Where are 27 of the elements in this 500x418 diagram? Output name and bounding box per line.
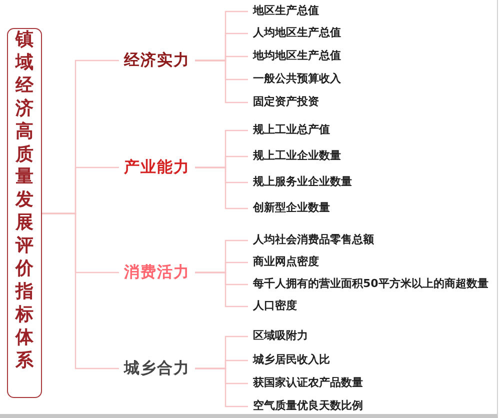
indicator-label: 规上服务业企业数量 <box>253 174 352 190</box>
connector-line <box>195 368 248 408</box>
indicator-label: 地区生产总值 <box>253 3 319 19</box>
indicator-label: 人均社会消费品零售总额 <box>253 232 374 248</box>
indicator-label: 创新型企业数量 <box>253 200 330 216</box>
connector-line <box>195 60 248 104</box>
category-label: 消费活力 <box>124 262 190 282</box>
indicator-label: 固定资产投资 <box>253 94 319 110</box>
indicator-label: 规上工业企业数量 <box>253 148 341 164</box>
connector-line <box>195 272 248 308</box>
indicator-label: 人均地区生产总值 <box>253 25 341 41</box>
indicator-label: 地均地区生产总值 <box>253 48 341 64</box>
category-label: 产业能力 <box>124 157 190 177</box>
indicator-label: 获国家认证农产品数量 <box>253 375 363 391</box>
indicator-label: 商业网点密度 <box>253 254 319 270</box>
indicator-label: 空气质量优良天数比例 <box>253 398 363 414</box>
category-label: 城乡合力 <box>124 358 190 378</box>
indicator-label: 一般公共预算收入 <box>253 71 341 87</box>
indicator-label: 人口密度 <box>253 298 297 314</box>
indicator-label: 区域吸附力 <box>253 328 308 344</box>
category-label: 经济实力 <box>124 50 190 70</box>
indicator-label: 每千人拥有的营业面积50平方米以上的商超数量 <box>253 276 488 292</box>
title-box: 镇域经济高质量发展评价指标体系 <box>7 28 42 398</box>
connector-line <box>42 212 119 370</box>
indicator-label: 规上工业总产值 <box>253 122 330 138</box>
indicator-label: 城乡居民收入比 <box>253 352 330 368</box>
connector-line <box>195 166 248 210</box>
